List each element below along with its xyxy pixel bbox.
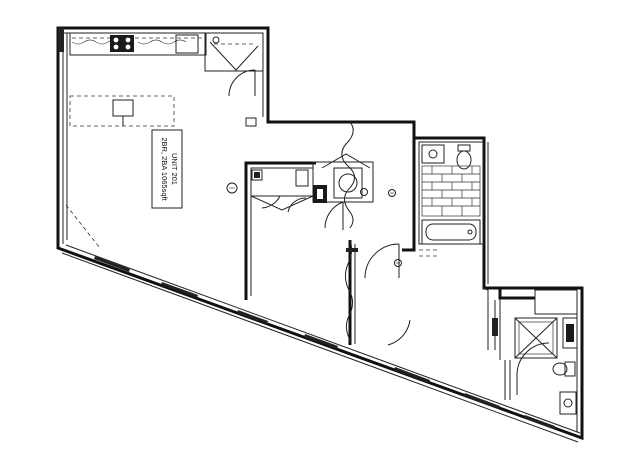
window-strip-diagonal [61,244,581,443]
unit-label-line-1: UNIT 201 [170,153,179,185]
shower-tile [421,165,481,217]
unit-label-line-2: 2BR, 2BA 1065sqft [160,137,169,201]
toilet-icon-2 [552,361,576,377]
laundry-closet [312,153,374,230]
hall-closet [482,287,501,360]
kitchen-counter [69,32,207,56]
stove-icon [110,35,134,52]
bedroom-walls [244,121,358,345]
bedroom-closet [250,167,314,213]
bathtub-icon [421,219,481,245]
toilet-icon [456,144,472,170]
exterior-walls [56,26,584,441]
kitchen-island [69,95,175,127]
living-swing-line [65,204,101,249]
window-strip-left [58,28,68,240]
thermostat-icon [226,182,238,194]
bathroom-2 [498,288,578,415]
bedroom-2-door-arc [387,319,411,346]
pantry-closet [204,32,264,127]
hall-fixtures [364,189,402,279]
bathroom-1 [402,138,484,257]
unit-label: UNIT 201 2BR, 2BA 1065sqft [151,129,183,209]
